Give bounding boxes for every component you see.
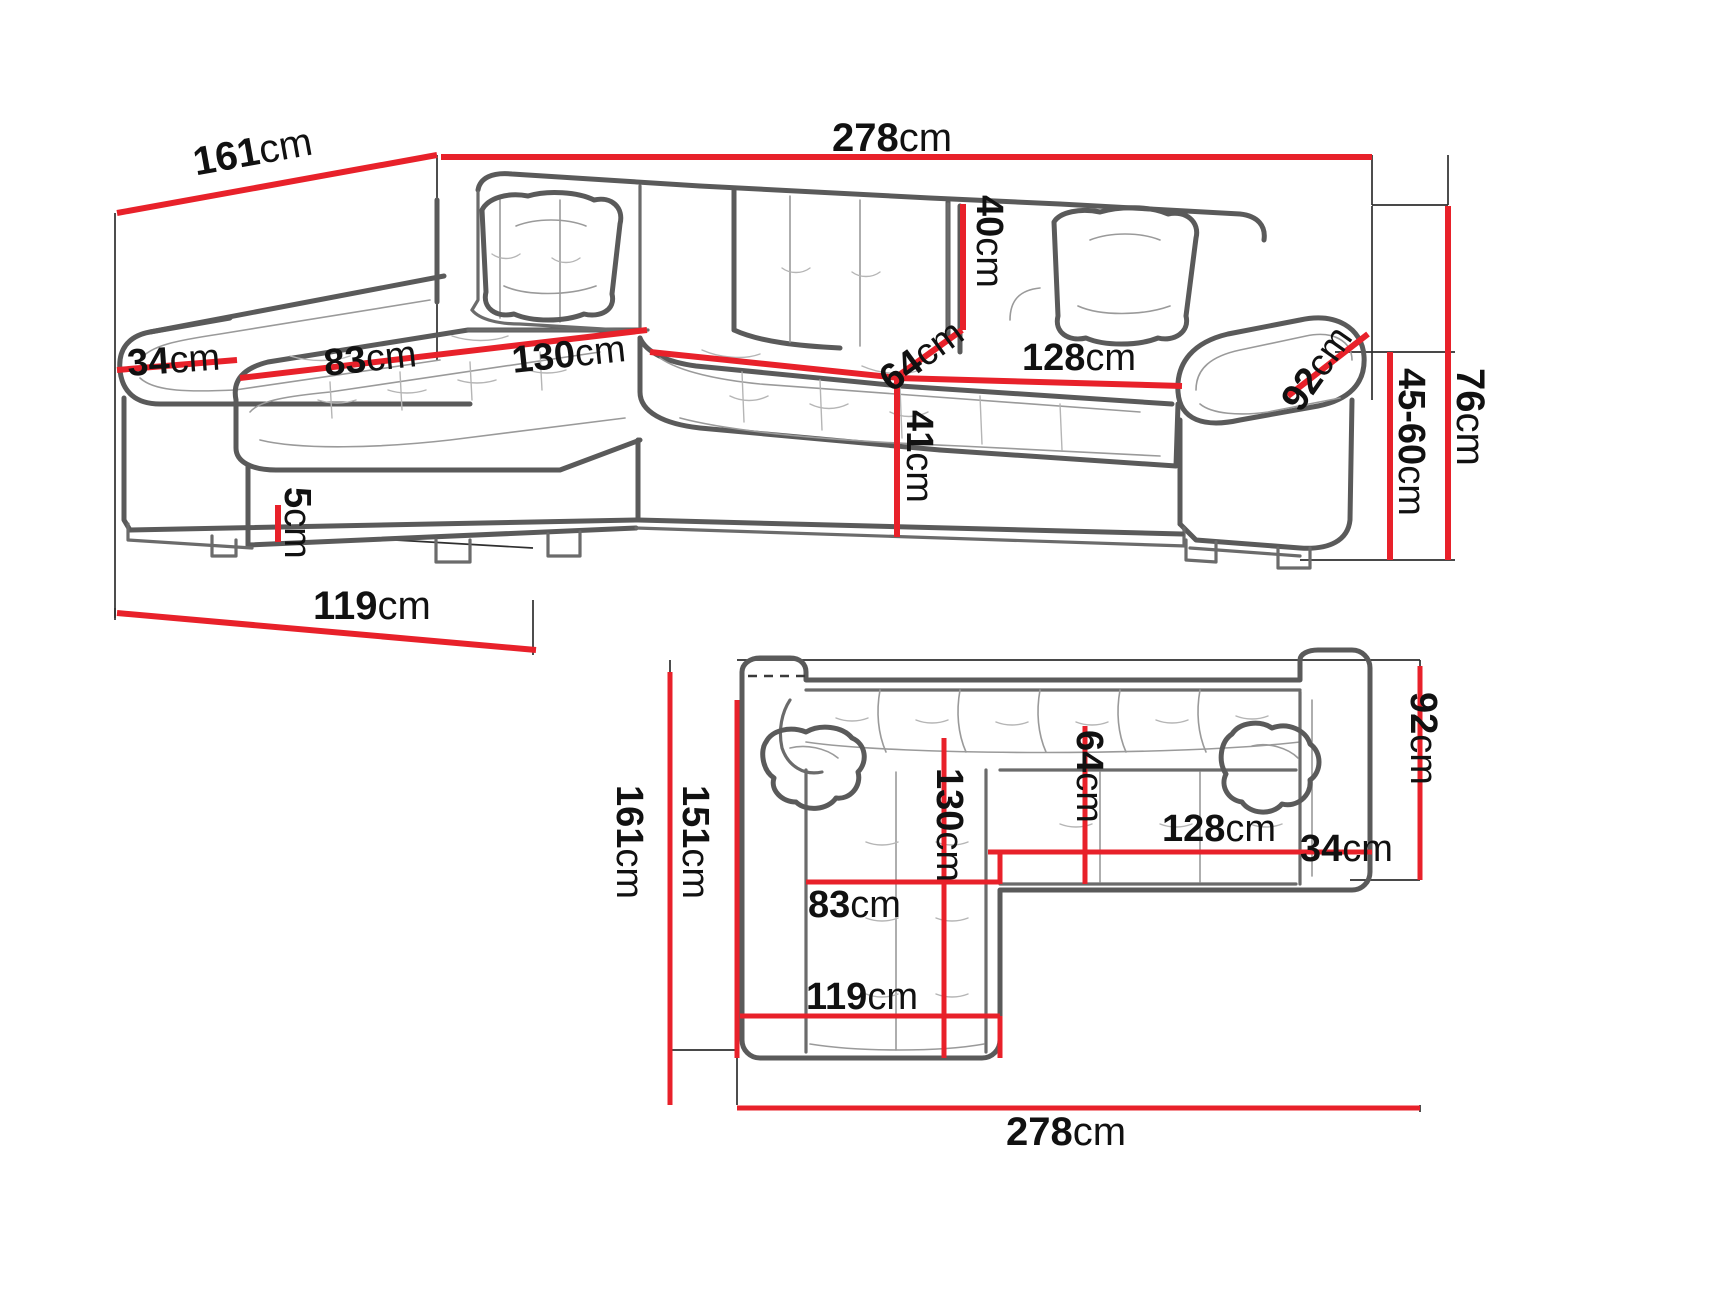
label-119-plan: 119cm: [806, 976, 918, 1018]
plan-view-group: [667, 647, 1423, 1112]
label-92-plan: 92cm: [1402, 692, 1444, 785]
perspective-view-group: [114, 152, 1455, 655]
sofa-plan-body: [739, 647, 1373, 1061]
dimline-34: [116, 357, 238, 373]
label-83-perspective: 83cm: [321, 333, 419, 385]
label-128-perspective: 128cm: [1022, 337, 1137, 379]
dimline-128: [896, 375, 1183, 389]
label-34-perspective: 34cm: [125, 336, 222, 385]
label-45-60-perspective: 45-60cm: [1390, 368, 1432, 516]
perspective-dimension-lines: [116, 152, 1451, 653]
sofa-perspective-body: [117, 197, 650, 564]
label-5-perspective: 5cm: [276, 487, 318, 559]
dimline-92: [1286, 331, 1370, 399]
label-34-plan: 34cm: [1300, 828, 1393, 870]
label-161-plan: 161cm: [608, 785, 650, 900]
dimline-64b: [649, 349, 901, 381]
label-128-plan: 128cm: [1162, 808, 1277, 850]
dimline-64: [893, 327, 964, 381]
label-278-plan: 278cm: [1006, 1110, 1127, 1154]
label-76-perspective: 76cm: [1448, 368, 1492, 466]
label-119-perspective: 119cm: [313, 584, 431, 628]
dimline-119: [116, 610, 537, 653]
dimline-130-83: [239, 327, 648, 381]
label-41-perspective: 41cm: [898, 410, 940, 503]
plan-dimension-lines: [667, 666, 1423, 1111]
label-83-plan: 83cm: [808, 884, 901, 926]
label-278-perspective: 278cm: [832, 116, 953, 160]
label-151-plan: 151cm: [674, 785, 716, 900]
label-130-plan: 130cm: [928, 768, 970, 883]
label-40-perspective: 40cm: [968, 195, 1010, 288]
label-64-plan: 64cm: [1068, 730, 1110, 823]
dimline-161: [116, 152, 438, 216]
perspective-extension-lines: [114, 155, 1455, 655]
sofa-perspective-main: [470, 171, 1367, 570]
